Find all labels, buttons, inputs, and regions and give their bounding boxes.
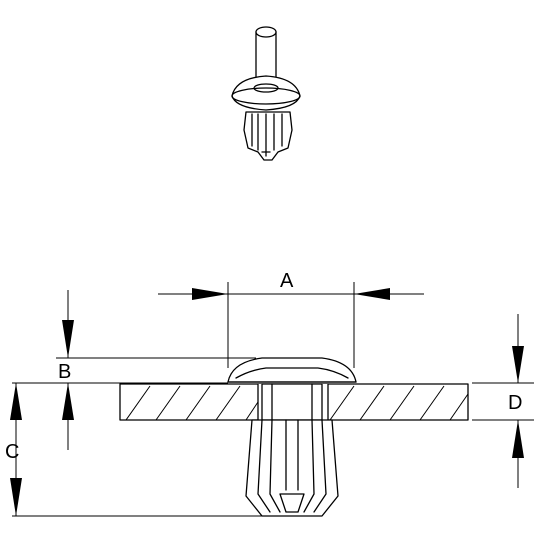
dimension-c-arrow-bottom <box>10 478 22 516</box>
dimension-d-arrow-bottom <box>512 420 524 458</box>
dimension-c-arrow-top <box>10 383 22 420</box>
rivet-section-view <box>227 357 357 517</box>
dimension-d-arrow-top <box>512 346 524 383</box>
dimension-b-arrow-top <box>62 320 74 358</box>
dimension-d: D <box>472 314 534 488</box>
dimension-b-arrow-bottom <box>62 383 74 420</box>
dimension-b: B <box>12 290 256 450</box>
dimension-a-arrow-left <box>192 288 228 300</box>
dimension-c: C <box>5 383 262 517</box>
dimension-d-label: D <box>508 392 522 414</box>
dimension-a: A <box>158 270 424 368</box>
dimension-b-label: B <box>58 361 71 383</box>
dimension-c-label: C <box>5 441 19 463</box>
dimension-a-label: A <box>280 270 294 292</box>
panel-hatching <box>125 385 469 421</box>
dimension-a-arrow-right <box>354 288 390 300</box>
rivet-perspective-view <box>231 26 301 161</box>
